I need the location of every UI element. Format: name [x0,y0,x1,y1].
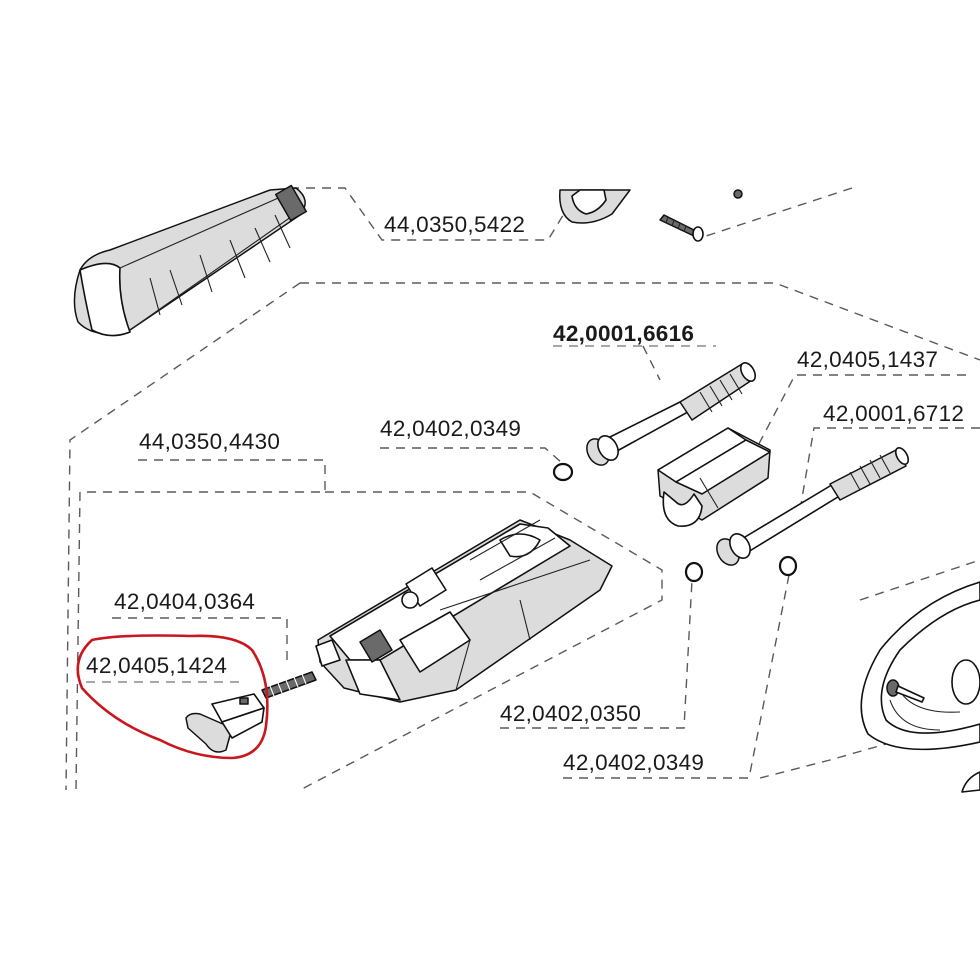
label-42-0404-0364: 42,0404,0364 [114,589,255,614]
top-clamp-part [559,189,743,224]
fitting-6712-part [716,447,910,566]
trigger-1424-part [185,693,265,753]
top-screw-part [659,214,704,242]
label-42-0402-0349-top: 42,0402,0349 [380,416,521,441]
label-42-0001-6616: 42,0001,6616 [553,321,694,346]
fitting-6616-part [586,362,757,466]
label-42-0405-1424: 42,0405,1424 [86,653,227,678]
oring-0349-top [552,462,574,482]
label-42-0001-6712: 42,0001,6712 [823,401,964,426]
label-42-0405-1437: 42,0405,1437 [797,347,938,372]
spring-0364-part [261,671,317,699]
label-44-0350-4430: 44,0350,4430 [139,429,280,454]
handle-body-part [73,184,308,337]
enclosure-screw-part [886,679,925,703]
label-42-0402-0349-bottom: 42,0402,0349 [563,750,704,775]
enclosure-part [860,581,980,793]
clip-1437-part [657,427,771,527]
label-44-0350-5422: 44,0350,5422 [384,212,525,237]
oring-0350 [684,561,704,583]
highlight-circle [76,634,269,760]
oring-0349-bottom [778,555,798,577]
part-labels: 44,0350,5422 42,0001,6616 42,0405,1437 4… [86,212,964,775]
label-42-0402-0350: 42,0402,0350 [500,701,641,726]
leader-lines [65,187,980,791]
housing-4430-part [315,519,613,703]
